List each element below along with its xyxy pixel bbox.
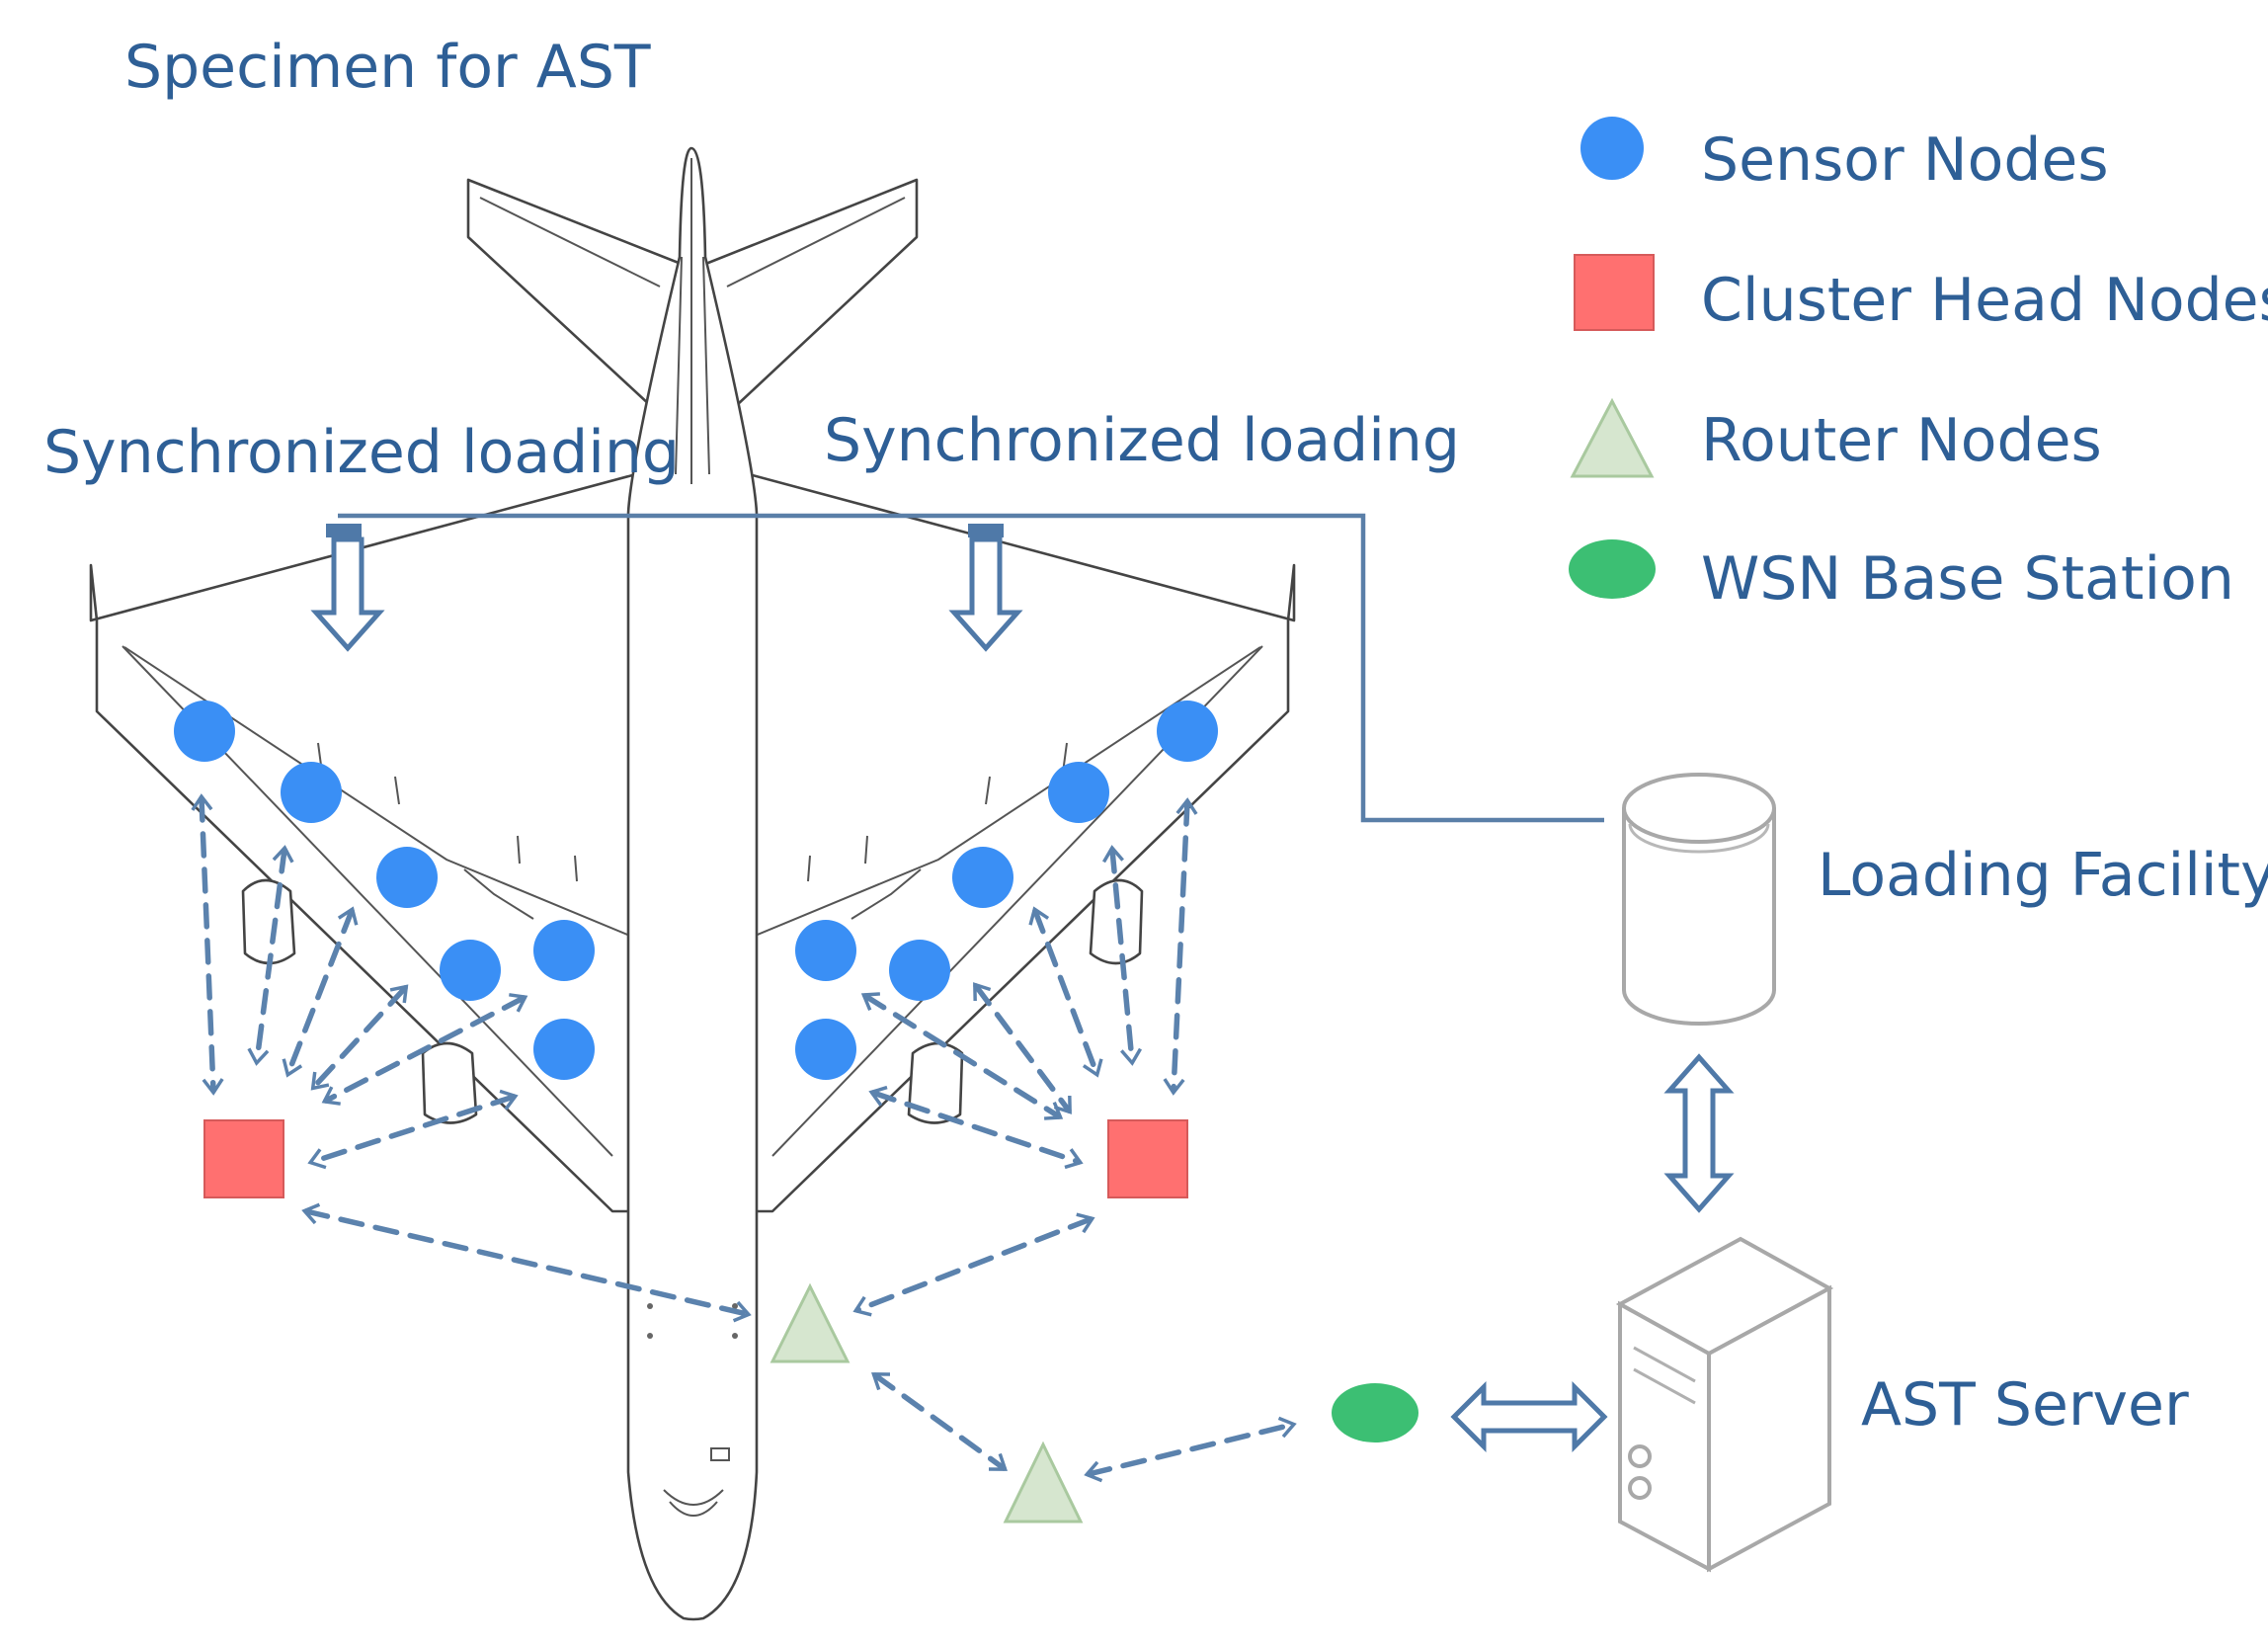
legend-cluster-head-icon bbox=[1574, 254, 1655, 331]
sensor-node bbox=[281, 762, 342, 823]
legend-base-station-label: WSN Base Station bbox=[1701, 544, 2234, 614]
loading-facility-label: Loading Facility bbox=[1818, 841, 2268, 910]
sensor-node bbox=[795, 1019, 856, 1080]
sensor-node bbox=[376, 847, 438, 908]
bidirectional-arrow-facility-server bbox=[1663, 1053, 1735, 1213]
legend-sensor-label: Sensor Nodes bbox=[1701, 125, 2109, 195]
cylinder-icon bbox=[1622, 773, 1776, 1026]
loading-label-right: Synchronized loading bbox=[824, 406, 1460, 475]
sensor-node bbox=[533, 1019, 595, 1080]
diagram-title: Specimen for AST bbox=[124, 33, 651, 102]
sensor-nodes bbox=[174, 700, 1218, 1080]
legend-router-label: Router Nodes bbox=[1701, 406, 2102, 475]
server-tower-icon bbox=[1615, 1236, 1834, 1573]
router-node-2 bbox=[1003, 1441, 1084, 1524]
cluster-head-node-left bbox=[203, 1119, 284, 1198]
legend: Sensor Nodes Cluster Head Nodes Router N… bbox=[1569, 117, 2268, 614]
loading-label-left: Synchronized loading bbox=[43, 418, 680, 487]
load-arrow-right bbox=[948, 536, 1023, 652]
sensor-node bbox=[174, 700, 235, 762]
legend-base-station-icon bbox=[1569, 539, 1656, 599]
load-arrow-left bbox=[310, 536, 385, 652]
wsn-base-station bbox=[1332, 1383, 1418, 1442]
sensor-node bbox=[795, 920, 856, 981]
wireless-links bbox=[191, 793, 1297, 1483]
sensor-node bbox=[440, 940, 501, 1001]
legend-cluster-head-label: Cluster Head Nodes bbox=[1701, 266, 2268, 335]
ast-server-label: AST Server bbox=[1861, 1370, 2189, 1440]
cluster-head-node-right bbox=[1107, 1119, 1188, 1198]
legend-sensor-icon bbox=[1580, 117, 1644, 180]
router-node-1 bbox=[770, 1282, 850, 1363]
bidirectional-arrow-base-server bbox=[1450, 1380, 1608, 1453]
sensor-node bbox=[1157, 700, 1218, 762]
loading-wire bbox=[326, 513, 1604, 823]
sensor-node bbox=[889, 940, 950, 1001]
legend-router-icon bbox=[1570, 397, 1655, 478]
sensor-node bbox=[533, 920, 595, 981]
sensor-node bbox=[952, 847, 1013, 908]
sensor-node bbox=[1048, 762, 1109, 823]
